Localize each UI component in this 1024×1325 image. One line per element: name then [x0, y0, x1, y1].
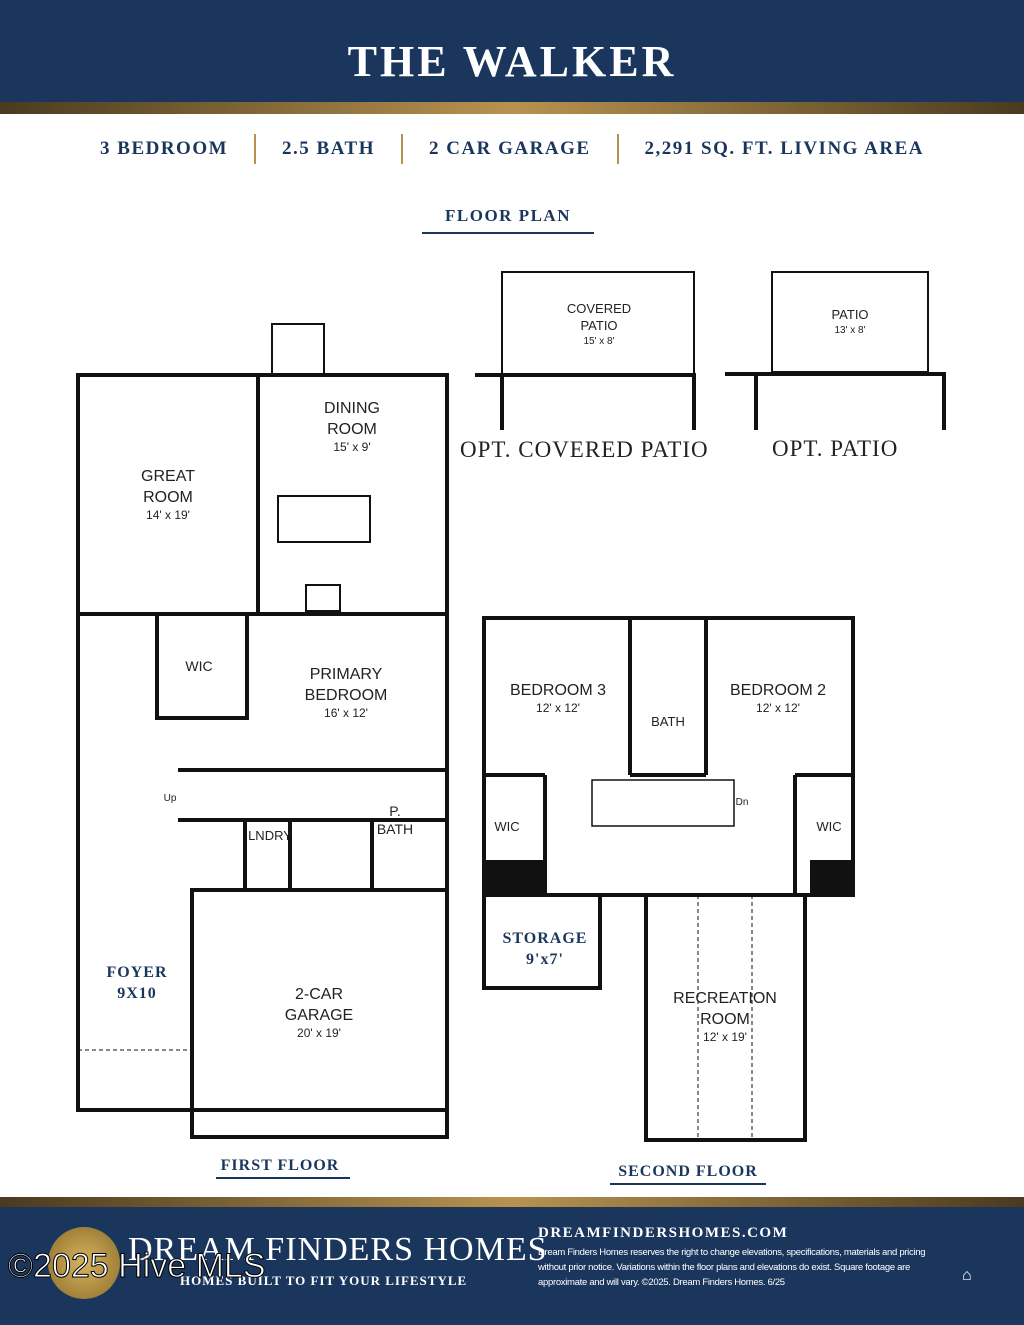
header-banner [0, 0, 1024, 102]
page-title: THE WALKER [347, 37, 677, 86]
footer: DREAM FINDERS HOMES HOMES BUILT TO FIT Y… [0, 1207, 1024, 1325]
disclaimer: Dream Finders Homes reserves the right t… [538, 1247, 926, 1288]
room-wic-2: WIC [816, 819, 842, 834]
website[interactable]: DREAMFINDERSHOMES.COM [538, 1225, 789, 1241]
opt-covered-patio-caption: OPT. COVERED PATIO [460, 437, 709, 462]
gold-stripe [0, 102, 1024, 114]
brand-tagline: HOMES BUILT TO FIT YOUR LIFESTYLE [180, 1273, 468, 1288]
spec-bedrooms: 3 BEDROOM [100, 138, 229, 159]
room-laundry: LNDRY [248, 828, 292, 843]
room-powder-bath: P.BATH [376, 803, 414, 837]
second-floor-caption: SECOND FLOOR [618, 1163, 758, 1180]
opt-patio-caption: OPT. PATIO [772, 436, 899, 461]
brand-name: DREAM FINDERS HOMES [128, 1231, 548, 1268]
spec-bar: 3 BEDROOM 2.5 BATH 2 CAR GARAGE 2,291 SQ… [0, 134, 1024, 164]
section-title: FLOOR PLAN [422, 206, 594, 234]
watermark: ©2025 Hive MLS [8, 1247, 267, 1286]
stairs-up: Up [163, 793, 177, 804]
footer-gold-stripe [0, 1197, 1024, 1207]
wax-seal-logo [48, 1227, 120, 1299]
equal-housing-icon: ⌂ [962, 1267, 972, 1284]
first-floor-caption: FIRST FLOOR [220, 1157, 340, 1174]
spec-baths: 2.5 BATH [282, 138, 375, 159]
spec-garage: 2 CAR GARAGE [428, 138, 591, 159]
room-wic-1: WIC [494, 819, 520, 834]
stairs-down: Dn [735, 797, 749, 808]
spec-area: 2,291 SQ. FT. LIVING AREA [644, 138, 924, 159]
room-bath: BATH [651, 714, 685, 729]
room-wic: WIC [185, 658, 213, 674]
